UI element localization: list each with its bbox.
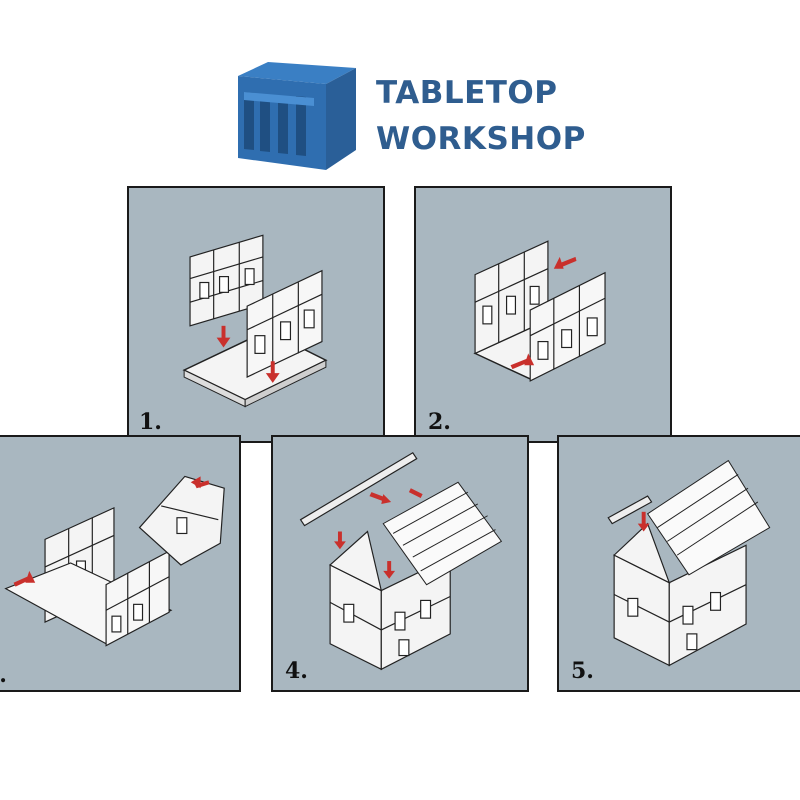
walls-onto-base-illustration: [129, 188, 383, 441]
step-number-2: 2.: [428, 409, 451, 435]
brand-title-line1: TABLETOP: [376, 75, 558, 111]
step-number-1: 1.: [139, 409, 162, 435]
step-panel-5: 5.: [557, 435, 800, 692]
gable-walls-illustration: [0, 437, 239, 690]
step-number-3: 3.: [0, 662, 7, 688]
step-panel-4: 4.: [271, 435, 529, 692]
step-number-5: 5.: [571, 658, 594, 684]
ridge-cap-illustration: [559, 437, 800, 690]
brand-title-line2: WORKSHOP: [376, 121, 586, 157]
step-panel-1: 1.: [127, 186, 385, 443]
step-panel-2: 2.: [414, 186, 672, 443]
roof-placement-illustration: [273, 437, 527, 690]
step-panel-3: 3.: [0, 435, 241, 692]
tm-cube-logo-icon: [230, 58, 360, 176]
walls-joined-illustration: [416, 188, 670, 441]
step-number-4: 4.: [285, 658, 308, 684]
